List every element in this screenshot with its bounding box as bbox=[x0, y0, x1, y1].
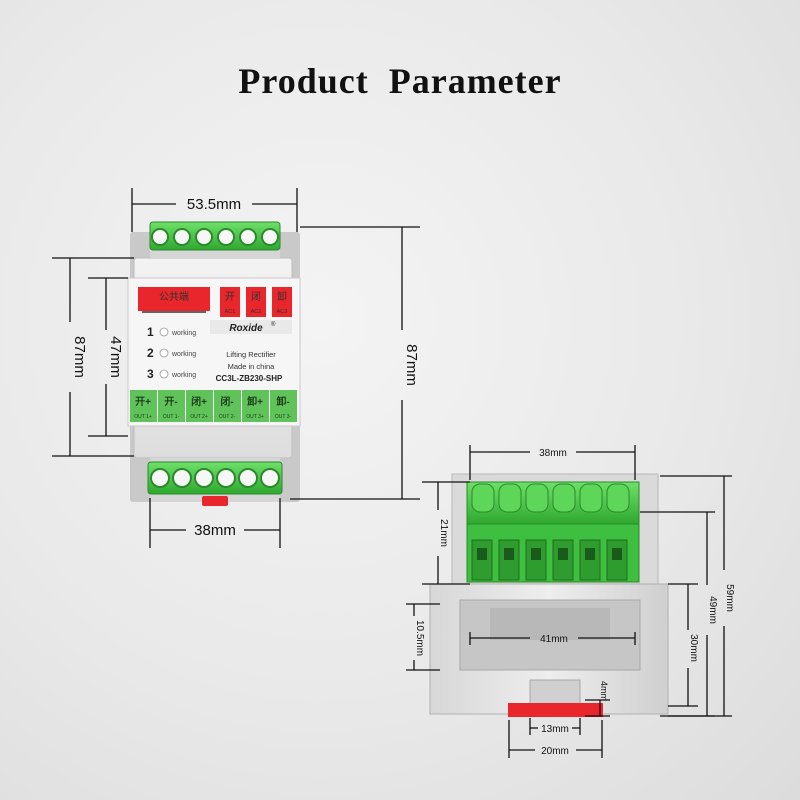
indicator-led-3 bbox=[159, 369, 169, 379]
out-label-cn-1: 开+ bbox=[135, 396, 151, 408]
indicator-num-2: 2 bbox=[147, 346, 154, 360]
side-dim-terminal: 21mm bbox=[422, 481, 470, 585]
top-label-cn-3: 卸 bbox=[277, 290, 287, 303]
dim-side-slot-height: 10.5mm bbox=[414, 620, 425, 656]
out-label-sub-5: OUT 3+ bbox=[246, 414, 264, 420]
dim-side-rail-height: 30mm bbox=[688, 634, 699, 662]
side-dim-clip-inner: 13mm bbox=[529, 718, 581, 735]
front-dim-right: 87mm bbox=[290, 226, 420, 500]
product-line-2: Made in china bbox=[228, 362, 276, 371]
out-label-sub-2: OUT 1- bbox=[163, 414, 180, 420]
top-label-bg-2 bbox=[246, 287, 266, 317]
common-label-bg bbox=[138, 287, 210, 311]
indicator-num-3: 3 bbox=[147, 367, 154, 381]
dim-side-clip-width: 20mm bbox=[541, 746, 569, 757]
out-label-cn-4: 闭- bbox=[220, 395, 233, 408]
front-dim-bottom: 38mm bbox=[149, 498, 281, 548]
din-clip bbox=[202, 496, 228, 506]
top-label-sub-2: AC2 bbox=[251, 309, 262, 315]
dim-side-total-height: 59mm bbox=[724, 584, 735, 612]
brand-name: Roxide bbox=[229, 323, 263, 334]
top-terminal-screws bbox=[151, 228, 279, 246]
out-label-sub-3: OUT 2+ bbox=[190, 414, 208, 420]
top-label-sub-1: AC1 bbox=[225, 309, 236, 315]
indicator-text-2: working bbox=[171, 351, 196, 358]
side-dim-body: 49mm bbox=[640, 511, 718, 717]
common-label: 公共端 bbox=[159, 290, 189, 303]
dim-side-terminal-height: 21mm bbox=[438, 519, 449, 547]
indicator-text-1: working bbox=[171, 330, 196, 337]
dim-front-inner-height: 47mm bbox=[107, 336, 124, 378]
dim-front-top-width: 53.5mm bbox=[187, 196, 241, 213]
product-line-1: Lifting Rectifier bbox=[226, 350, 276, 359]
front-dim-left: 87mm bbox=[52, 257, 134, 457]
out-label-sub-4: OUT 2- bbox=[219, 414, 236, 420]
dim-side-slot-width: 41mm bbox=[540, 634, 568, 645]
out-label-cn-3: 闭+ bbox=[191, 395, 207, 408]
side-dim-slot: 10.5mm bbox=[406, 603, 440, 671]
top-label-bg-3 bbox=[272, 287, 292, 317]
dim-side-top-width: 38mm bbox=[539, 448, 567, 459]
top-label-bg-1 bbox=[220, 287, 240, 317]
dim-side-clip-height: 4mm bbox=[599, 681, 609, 701]
front-view: 公共端 开 闭 卸 AC1 AC2 AC3 1 working 2 workin… bbox=[52, 188, 420, 548]
brand-mark: ® bbox=[271, 321, 276, 328]
bottom-terminal-block bbox=[147, 461, 283, 495]
brand-bg bbox=[210, 320, 292, 334]
indicator-num-1: 1 bbox=[147, 325, 154, 339]
side-dim-slot-width: 41mm bbox=[469, 632, 636, 645]
dim-side-body-height: 49mm bbox=[707, 596, 718, 624]
dim-side-clip-inner: 13mm bbox=[541, 724, 569, 735]
top-label-sub-3: AC3 bbox=[277, 309, 288, 315]
out-label-cn-5: 卸+ bbox=[247, 395, 263, 408]
dim-front-left-height: 87mm bbox=[71, 336, 88, 378]
top-label-cn-2: 闭 bbox=[251, 290, 261, 303]
indicator-text-3: working bbox=[171, 372, 196, 379]
page-title: Product Parameter bbox=[238, 61, 562, 101]
top-label-cn-1: 开 bbox=[225, 292, 235, 303]
side-dim-rail: 30mm bbox=[668, 583, 699, 707]
side-din-clip bbox=[508, 703, 603, 717]
out-label-cn-2: 开- bbox=[164, 396, 177, 408]
out-label-sub-1: OUT 1+ bbox=[134, 414, 152, 420]
dim-front-bottom-width: 38mm bbox=[194, 522, 236, 539]
side-terminal-caps bbox=[471, 483, 630, 513]
bottom-labels: 开+ 开- 闭+ 闭- 卸+ 卸- OUT 1+ OUT 1- OUT 2+ O… bbox=[130, 390, 297, 422]
side-view: 38mm 21mm 10.5mm 41mm 59 bbox=[406, 445, 735, 758]
model-number: CC3L-ZB230-SHP bbox=[216, 374, 283, 383]
side-dim-top: 38mm bbox=[469, 445, 636, 480]
top-terminal-block bbox=[149, 221, 281, 251]
out-label-sub-6: OUT 3- bbox=[275, 414, 292, 420]
dim-front-right-height: 87mm bbox=[403, 344, 420, 386]
side-rail-inner bbox=[490, 608, 610, 640]
front-dim-inner: 47mm bbox=[88, 277, 128, 437]
side-dim-clip-height: 4mm bbox=[585, 681, 610, 717]
side-terminal-slots bbox=[471, 539, 628, 581]
side-dim-clip-width: 20mm bbox=[508, 720, 603, 758]
out-label-cn-6: 卸- bbox=[276, 395, 289, 408]
indicator-led-2 bbox=[159, 348, 169, 358]
front-dim-top: 53.5mm bbox=[131, 188, 298, 232]
indicator-led-1 bbox=[159, 327, 169, 337]
